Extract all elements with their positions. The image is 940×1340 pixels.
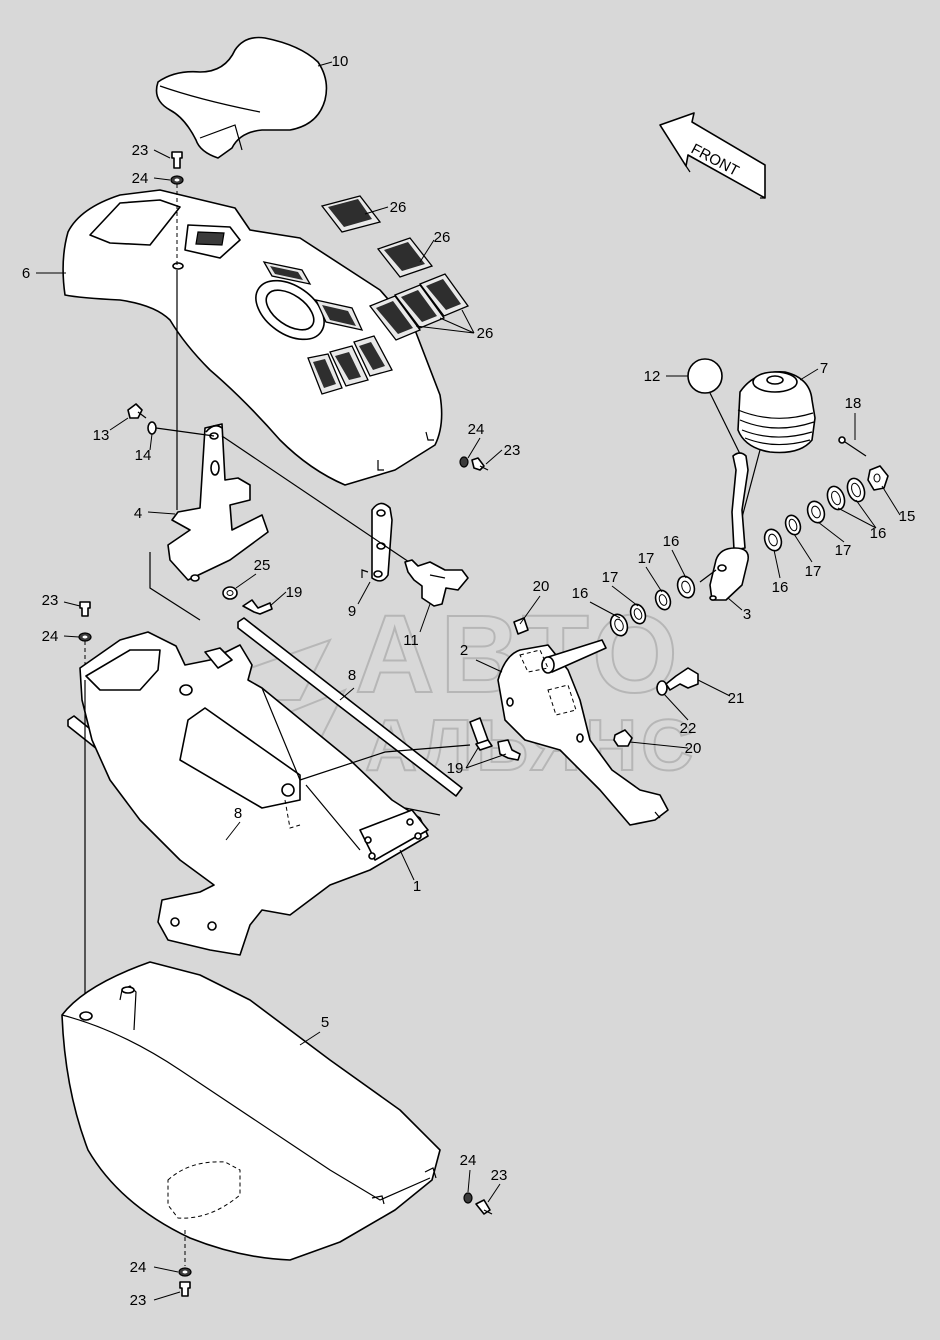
callout-24: 24 bbox=[460, 1152, 477, 1169]
callout-24: 24 bbox=[132, 170, 149, 187]
part-3-lever bbox=[699, 452, 750, 601]
part-11-knob bbox=[404, 559, 469, 607]
front-arrow: FRONT bbox=[659, 112, 766, 199]
callout-26: 26 bbox=[390, 199, 407, 216]
part-2-plate bbox=[497, 639, 669, 826]
fasteners-13-14 bbox=[127, 403, 215, 437]
fasteners-top bbox=[170, 151, 489, 510]
callout-17: 17 bbox=[835, 542, 852, 559]
fasteners-20-21-22 bbox=[513, 617, 699, 747]
callout-11: 11 bbox=[403, 632, 419, 649]
bolts-19 bbox=[469, 717, 521, 761]
callout-14: 14 bbox=[135, 447, 152, 464]
callout-16: 16 bbox=[772, 579, 789, 596]
callout-17: 17 bbox=[602, 569, 619, 586]
callout-23: 23 bbox=[504, 442, 521, 459]
fasteners-left bbox=[78, 601, 92, 1015]
callout-8: 8 bbox=[234, 805, 242, 822]
callout-2: 2 bbox=[460, 642, 468, 659]
callout-16: 16 bbox=[572, 585, 589, 602]
callout-23: 23 bbox=[132, 142, 149, 159]
callout-1: 1 bbox=[413, 878, 421, 895]
callout-20: 20 bbox=[533, 578, 550, 595]
callout-13: 13 bbox=[93, 427, 110, 444]
callout-16: 16 bbox=[870, 525, 887, 542]
part-10-arm-cushion bbox=[155, 36, 328, 159]
callout-24: 24 bbox=[130, 1259, 147, 1276]
callout-23: 23 bbox=[491, 1167, 508, 1184]
callout-19: 19 bbox=[447, 760, 464, 777]
callout-15: 15 bbox=[899, 508, 916, 525]
callout-23: 23 bbox=[42, 592, 59, 609]
part-4-bracket bbox=[149, 423, 269, 621]
callout-17: 17 bbox=[638, 550, 655, 567]
callout-23: 23 bbox=[130, 1292, 147, 1309]
part-15-nut bbox=[867, 465, 889, 491]
fasteners-lower bbox=[178, 1192, 493, 1297]
callout-7: 7 bbox=[820, 360, 828, 377]
callout-24: 24 bbox=[42, 628, 59, 645]
callout-20: 20 bbox=[685, 740, 702, 757]
callout-8: 8 bbox=[348, 667, 356, 684]
callout-19: 19 bbox=[286, 584, 303, 601]
part-9-link bbox=[221, 435, 413, 582]
callout-5: 5 bbox=[321, 1014, 329, 1031]
callout-21: 21 bbox=[728, 690, 745, 707]
callout-25: 25 bbox=[254, 557, 271, 574]
washers-16-17 bbox=[609, 477, 866, 637]
callout-16: 16 bbox=[663, 533, 680, 550]
callout-18: 18 bbox=[845, 395, 862, 412]
part-7-boot bbox=[737, 371, 816, 526]
callout-3: 3 bbox=[743, 606, 751, 623]
callout-6: 6 bbox=[22, 265, 30, 282]
callout-24: 24 bbox=[468, 421, 485, 438]
part-6-console-cover bbox=[62, 189, 443, 486]
callout-26: 26 bbox=[434, 229, 451, 246]
part-5-lower-shell bbox=[61, 961, 441, 1261]
callout-17: 17 bbox=[805, 563, 822, 580]
callout-4: 4 bbox=[134, 505, 142, 522]
callout-12: 12 bbox=[644, 368, 661, 385]
callout-26: 26 bbox=[477, 325, 494, 342]
callout-9: 9 bbox=[348, 603, 356, 620]
part-18-pin bbox=[838, 436, 867, 457]
part-1-frame bbox=[79, 631, 471, 956]
fasteners-25-19 bbox=[222, 586, 273, 615]
part-26-decals bbox=[320, 195, 470, 341]
callout-10: 10 bbox=[332, 53, 349, 70]
leader-lines bbox=[36, 61, 901, 1301]
callout-22: 22 bbox=[680, 720, 697, 737]
part-12-ball bbox=[687, 358, 743, 459]
